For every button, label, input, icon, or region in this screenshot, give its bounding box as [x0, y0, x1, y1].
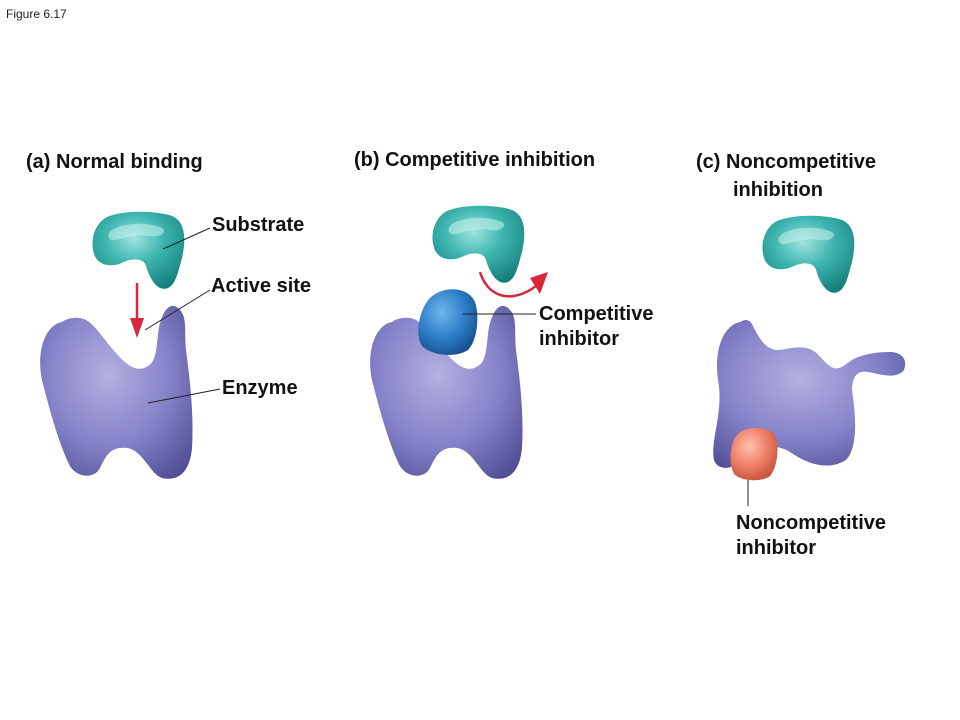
leader-enzyme — [147, 388, 221, 404]
leader-active-site — [144, 289, 211, 331]
binding-arrow-a-head — [130, 318, 144, 338]
substrate-highlight-c — [778, 227, 835, 245]
noncompetitive-inhibitor-shape — [730, 428, 778, 481]
enzyme-shape-a — [40, 305, 193, 479]
substrate-highlight-b — [448, 217, 505, 235]
enzyme-shape-b — [370, 305, 523, 479]
leader-substrate — [162, 227, 211, 250]
label-substrate: Substrate — [212, 214, 305, 236]
label-enzyme: Enzyme — [222, 377, 298, 399]
label-noncompetitive-line2: inhibitor — [736, 537, 816, 559]
substrate-shape-c — [762, 215, 855, 293]
panel-b-title: (b) Competitive inhibition — [354, 146, 595, 174]
substrate-shape-a — [92, 211, 185, 289]
substrate-shape-b — [432, 205, 525, 283]
panel-a-title-text: (a) Normal binding — [26, 151, 203, 173]
deflection-arrow-b-head — [530, 272, 548, 294]
panel-a-title: (a) Normal binding — [26, 148, 203, 176]
label-competitive-line1: Competitive — [539, 303, 654, 325]
competitive-inhibitor-shape — [418, 289, 478, 355]
panel-b-title-text: (b) Competitive inhibition — [354, 149, 596, 171]
deflection-arrow-b-shaft — [478, 271, 537, 298]
panel-c-title: (c) Noncompetitive inhibition — [696, 148, 876, 204]
label-competitive-inhibitor: Competitive inhibitor — [539, 302, 653, 352]
substrate-highlight-a — [108, 223, 165, 241]
panel-c-title-line2: inhibition — [733, 179, 823, 201]
label-noncompetitive-inhibitor: Noncompetitive inhibitor — [736, 511, 886, 561]
label-noncompetitive-line1: Noncompetitive — [736, 512, 887, 534]
label-active-site: Active site — [211, 275, 312, 297]
label-competitive-line2: inhibitor — [539, 328, 619, 350]
panel-c-title-line1: (c) Noncompetitive — [696, 151, 877, 173]
figure-label: Figure 6.17 — [6, 7, 67, 21]
